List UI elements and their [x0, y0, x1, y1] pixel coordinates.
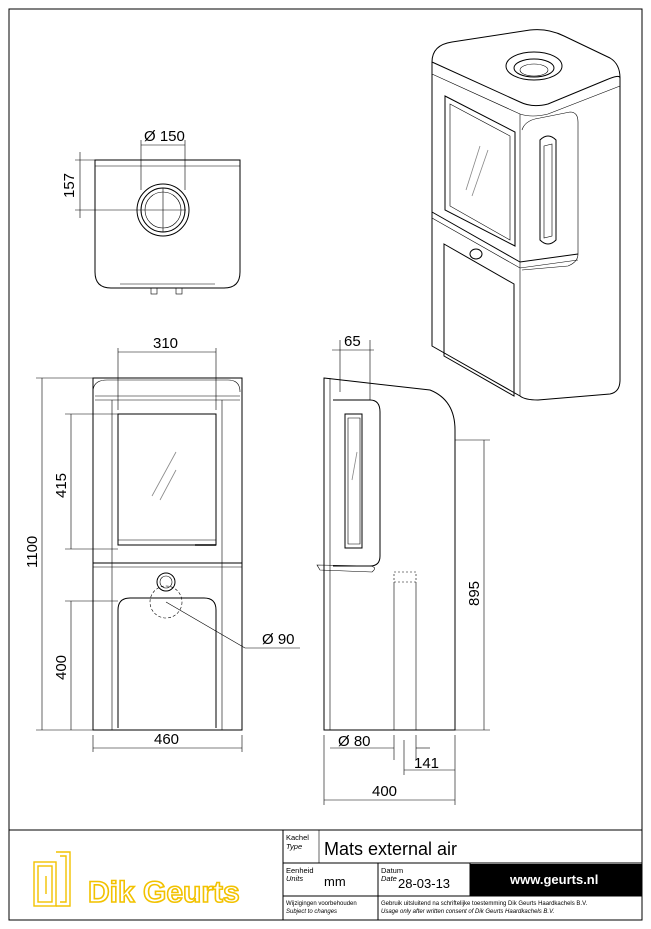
- dim-front-width-top: 310: [153, 335, 178, 352]
- top-view: [75, 140, 241, 295]
- type-label: Kachel: [286, 833, 309, 842]
- changes-note-nl: Wijzigingen voorbehouden: [286, 901, 357, 907]
- logo-text: Dik Geurts: [88, 876, 240, 909]
- units-value: mm: [324, 874, 346, 889]
- dim-front-height-total: 1100: [24, 536, 41, 568]
- type-label-en: Type: [286, 842, 302, 851]
- front-view: [92, 377, 243, 731]
- dim-front-pipe-diameter: Ø 90: [262, 631, 295, 648]
- dim-side-height: 895: [466, 581, 483, 606]
- isometric-view: [431, 29, 621, 401]
- type-value: Mats external air: [324, 839, 457, 859]
- title-block: [282, 830, 642, 920]
- usage-note-en: Usage only after written consent of Dik …: [381, 909, 554, 915]
- dim-side-pipe-diameter: Ø 80: [338, 733, 371, 750]
- dim-front-width-bottom: 460: [154, 731, 179, 748]
- units-label-en: Units: [286, 874, 303, 883]
- dim-top-diameter: Ø 150: [144, 128, 185, 145]
- usage-note-nl: Gebruik uitsluitend na schriftelijke toe…: [381, 901, 588, 907]
- date-label: Datum: [381, 866, 403, 875]
- dik-geurts-logo: Dik Geurts: [33, 851, 241, 910]
- drawing-frame: [8, 8, 643, 921]
- dim-side-depth: 400: [372, 783, 397, 800]
- dim-front-glass-height: 415: [53, 473, 70, 498]
- side-view: [316, 377, 456, 731]
- units-label: Eenheid: [286, 866, 314, 875]
- date-value: 28-03-13: [398, 876, 450, 891]
- website-link[interactable]: www.geurts.nl: [509, 872, 598, 887]
- dim-top-offset: 157: [61, 173, 78, 198]
- date-label-en: Date: [381, 874, 397, 883]
- dim-side-offset: 141: [414, 755, 439, 772]
- dim-front-lower-height: 400: [53, 655, 70, 680]
- logo-mark-icon: [33, 851, 71, 907]
- changes-note-en: Subject to changes: [286, 909, 337, 915]
- url-band: [470, 864, 642, 896]
- dim-side-top: 65: [344, 333, 361, 350]
